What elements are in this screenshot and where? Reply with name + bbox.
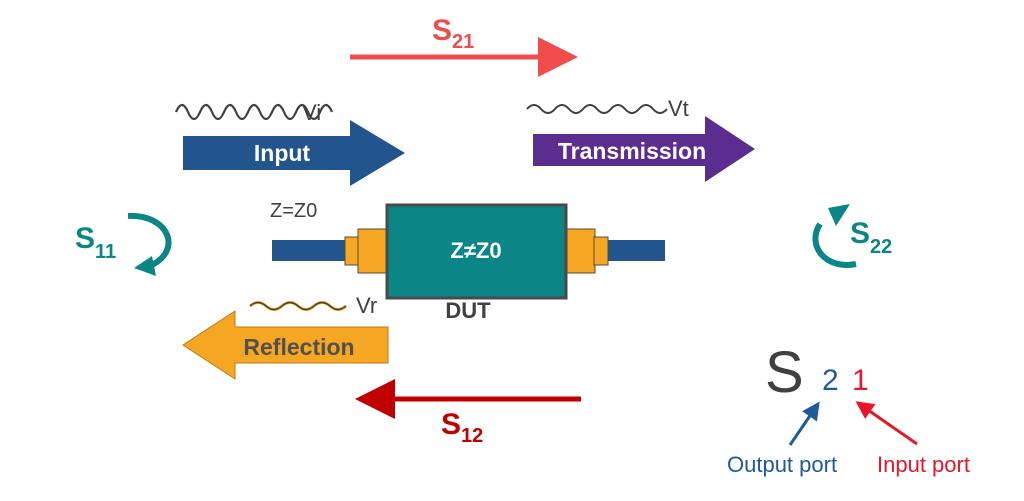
s21-forward-arrow: S21 — [350, 14, 578, 77]
input-arrow — [183, 120, 405, 186]
s12-label: S12 — [441, 408, 483, 447]
legend-symbol: S — [765, 340, 804, 405]
output-port-label: Output port — [727, 452, 837, 477]
s22-curved-arrow-icon — [812, 222, 857, 268]
reflection-arrow — [182, 310, 389, 380]
vi-wave-icon — [174, 103, 334, 121]
s11-arrowhead-icon — [134, 256, 156, 276]
left-connector-large — [357, 228, 389, 274]
s-parameter-legend: S 2 1 Output port Input port — [727, 340, 970, 477]
vt-wave-icon — [526, 104, 668, 114]
dut-caption: DUT — [445, 298, 491, 323]
left-connector-small — [344, 236, 360, 266]
s22-arrowhead-icon — [828, 204, 850, 226]
s11-curved-arrow-icon — [127, 212, 172, 269]
reflection-signal: Vr Reflection — [182, 293, 389, 380]
output-pointer-arrow — [788, 401, 820, 446]
left-line-segment — [272, 240, 348, 261]
transmission-signal: Vt Transmission — [526, 96, 755, 182]
s22-label: S22 — [850, 217, 892, 258]
transmission-arrow-label: Transmission — [558, 138, 706, 164]
dut-box — [385, 203, 568, 300]
input-pointer-arrow — [855, 401, 918, 446]
transmission-arrow — [533, 116, 755, 182]
vi-label: Vi — [302, 100, 321, 125]
s11-label: S11 — [75, 222, 116, 263]
vr-label: Vr — [356, 293, 377, 318]
reflection-arrow-label: Reflection — [243, 334, 354, 360]
s22-reflection-indicator: S22 — [812, 204, 892, 268]
line-impedance-label: Z=Z0 — [270, 200, 317, 222]
legend-input-digit: 1 — [852, 364, 869, 397]
right-connector-small — [593, 236, 609, 266]
input-port-label: Input port — [877, 452, 970, 477]
vr-wave-outline — [249, 301, 347, 311]
dut-impedance-label: Z≠Z0 — [450, 238, 501, 263]
input-signal: Vi Input — [174, 100, 405, 186]
s11-reflection-indicator: S11 — [75, 212, 172, 276]
s21-label: S21 — [432, 14, 474, 53]
legend-output-digit: 2 — [822, 364, 839, 397]
s12-reverse-arrow: S12 — [355, 379, 581, 447]
transmission-line-assembly: Z=Z0 Z≠Z0 DUT — [270, 200, 665, 323]
input-arrow-label: Input — [254, 140, 311, 166]
right-connector-large — [564, 228, 596, 274]
vt-label: Vt — [668, 96, 689, 121]
